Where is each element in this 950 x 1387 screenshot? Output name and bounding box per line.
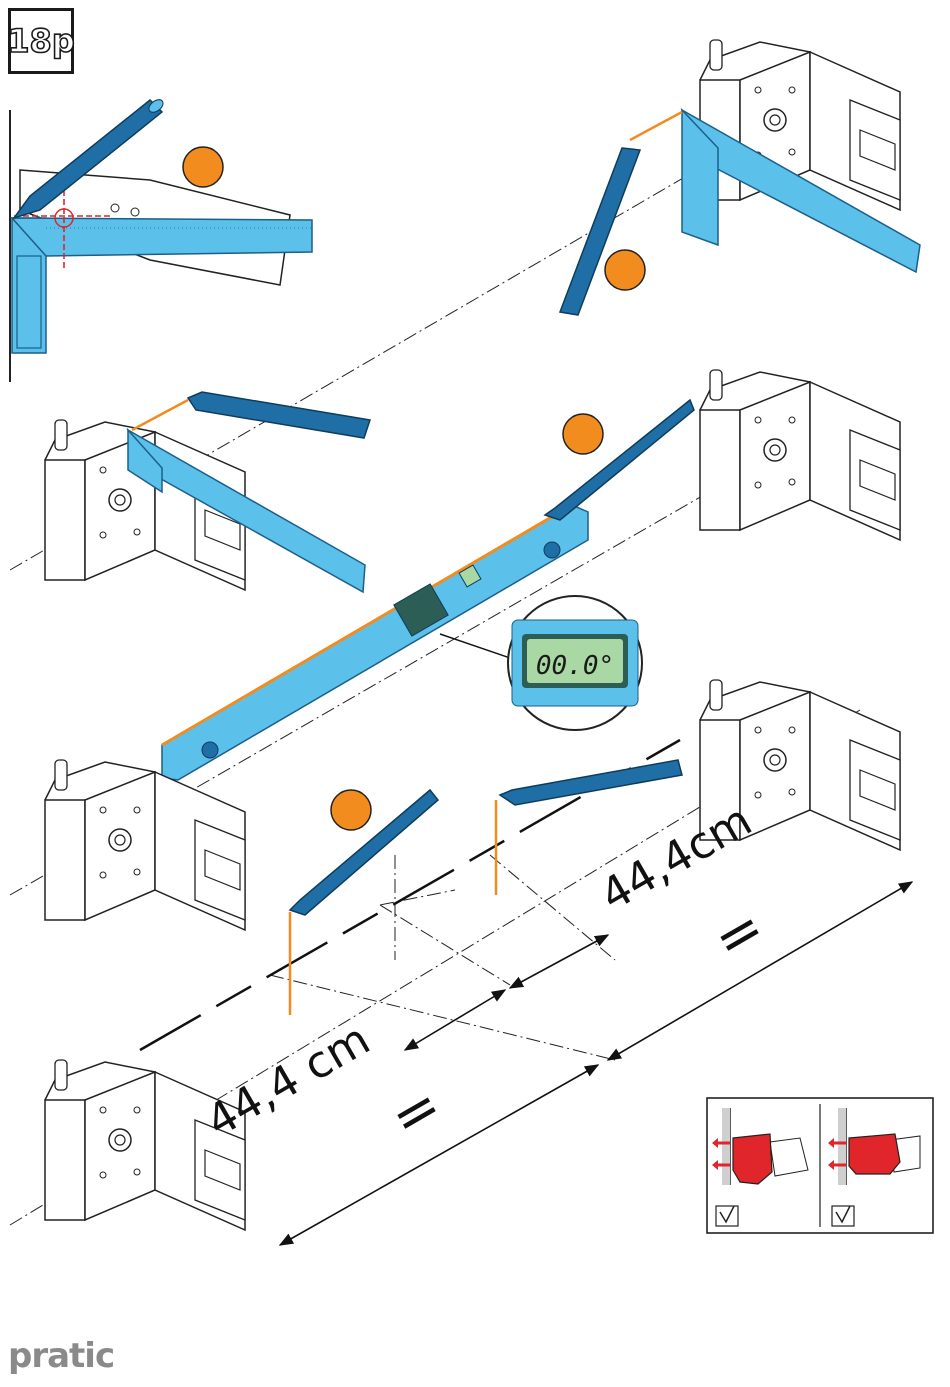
spirit-level: 00.0° xyxy=(162,400,694,780)
detail-bottom-left xyxy=(45,1060,245,1230)
detail-top-right xyxy=(560,40,920,315)
detail-lower-left xyxy=(45,760,245,930)
detail-middle-left xyxy=(45,392,370,592)
level-display: 00.0° xyxy=(536,651,614,681)
detail-top-left xyxy=(10,97,312,382)
dimension-lower: 44,4 cm xyxy=(198,1014,379,1148)
inset-correct-positions xyxy=(707,1098,933,1233)
equal-mark-upper: = xyxy=(703,894,776,974)
brand-logo: pratic xyxy=(8,1336,114,1376)
detail-middle-right xyxy=(700,370,900,540)
equal-mark-lower: = xyxy=(380,1072,453,1152)
